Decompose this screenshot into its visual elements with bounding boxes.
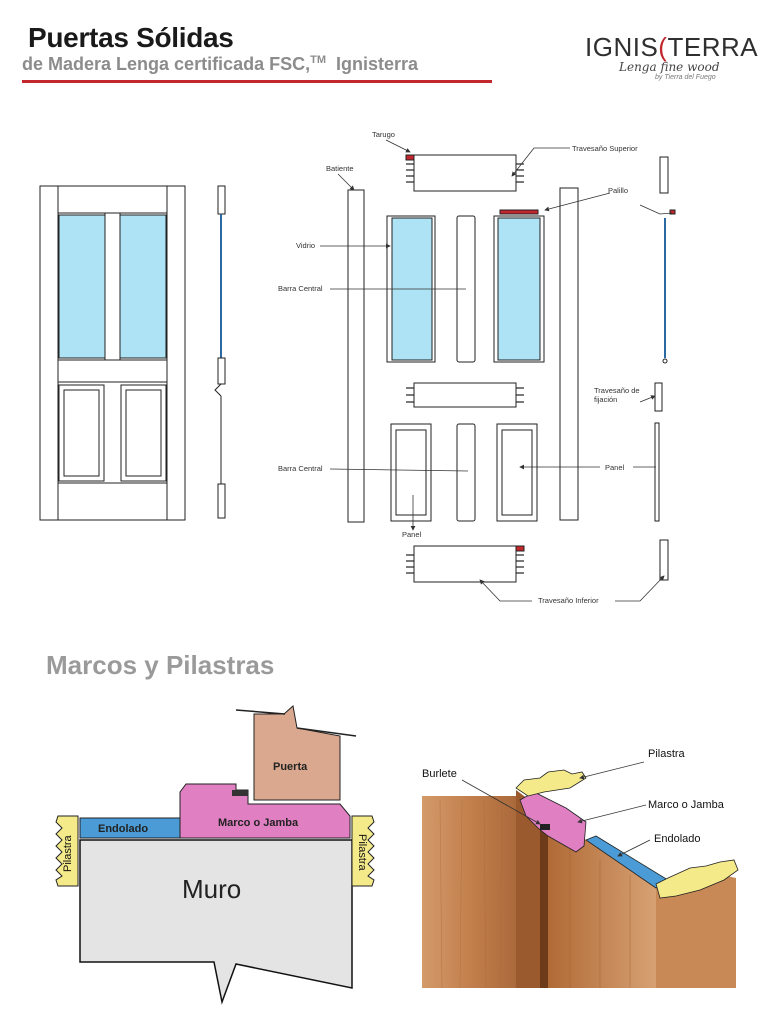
travesano-superior: [413, 154, 517, 192]
label-barra-central-1: Barra Central: [278, 284, 323, 293]
label-tarugo: Tarugo: [372, 130, 395, 139]
travesano-fijacion: [413, 382, 517, 408]
door-side-profile: [214, 185, 226, 519]
label-travesano-inferior: Travesaño Inferior: [538, 596, 599, 605]
pilastra-right: [351, 815, 375, 887]
label-vidrio: Vidrio: [296, 241, 315, 250]
label-travesano-fijacion-2: fijación: [594, 395, 617, 404]
wood-wall-left: [422, 796, 520, 988]
label-perspective-marco: Marco o Jamba: [648, 799, 725, 811]
logo-arc: (: [658, 32, 668, 62]
muro-wall: [79, 839, 353, 1005]
label-barra-central-2: Barra Central: [278, 464, 323, 473]
page-title: Puertas Sólidas: [28, 22, 234, 53]
label-perspective-pilastra: Pilastra: [648, 748, 686, 760]
label-marco: Marco o Jamba: [218, 817, 299, 829]
endolado-strip: [79, 817, 181, 839]
palillo-bead: [499, 209, 539, 215]
label-puerta: Puerta: [273, 761, 308, 773]
tarugo-dowel: [405, 154, 415, 161]
subtitle-text: de Madera Lenga certificada FSC,: [22, 54, 311, 74]
pilastra-left: [55, 815, 79, 887]
frame-section-diagram: Muro Puerta Marco o Jamba Endolado Pilas…: [55, 705, 375, 1005]
profile-bottom-rail: [659, 539, 669, 581]
logo-subline: by Tierra del Fuego: [655, 74, 716, 81]
label-muro: Muro: [182, 874, 241, 904]
brand-logo: IGNIS(TERRA Lenga fine wood by Tierra de…: [585, 28, 758, 86]
exploded-labels: Tarugo Travesaño Superior Batiente Palil…: [278, 130, 640, 605]
barra-central-lower: [456, 423, 476, 522]
label-batiente: Batiente: [326, 164, 354, 173]
batiente-left: [347, 189, 365, 523]
logo-part-ignis: IGNIS: [585, 32, 659, 62]
travesano-inferior: [413, 545, 517, 583]
label-palillo: Palillo: [608, 186, 628, 195]
marco-jamba: [179, 783, 351, 839]
label-travesano-fijacion-1: Travesaño de: [594, 386, 640, 395]
assembled-door: [39, 185, 186, 521]
label-endolado: Endolado: [98, 823, 148, 835]
logo-tagline: Lenga fine wood: [619, 60, 720, 74]
profile-mid-rail: [654, 382, 663, 412]
label-panel-right: Panel: [605, 463, 625, 472]
section-title-marcos: Marcos y Pilastras: [46, 650, 275, 680]
header-rule: [22, 80, 492, 83]
label-panel-bottom: Panel: [402, 530, 422, 539]
profile-top-rail: [659, 156, 669, 194]
door-glass-left: [58, 214, 106, 359]
jamba-body: [548, 812, 656, 988]
label-perspective-burlete: Burlete: [422, 768, 457, 780]
perspective-marco: [519, 791, 587, 853]
label-perspective-endolado: Endolado: [654, 833, 701, 845]
logo-part-terra: TERRA: [667, 32, 759, 62]
exploded-view: [347, 154, 676, 583]
frame-perspective-diagram: Pilastra Burlete Marco o Jamba Endolado: [422, 748, 739, 989]
perspective-pilastra-side: [655, 859, 739, 899]
label-travesano-superior: Travesaño Superior: [572, 144, 638, 153]
label-pilastra-right: Pilastra: [356, 834, 368, 872]
exploded-leaders: [320, 139, 673, 602]
vidrio-right: [497, 217, 541, 361]
page-subtitle: de Madera Lenga certificada FSC,TM Ignis…: [22, 54, 418, 75]
subtitle-brand: Ignisterra: [336, 54, 419, 74]
puerta-door: [253, 705, 341, 801]
label-pilastra-left: Pilastra: [62, 834, 74, 872]
logo-wordmark: IGNIS(TERRA: [585, 32, 758, 63]
perspective-pilastra-top: [515, 769, 587, 797]
door-glass-right: [119, 214, 167, 359]
profile-panel: [654, 422, 660, 522]
trademark-mark: TM: [310, 54, 326, 66]
batiente-right: [559, 187, 579, 521]
